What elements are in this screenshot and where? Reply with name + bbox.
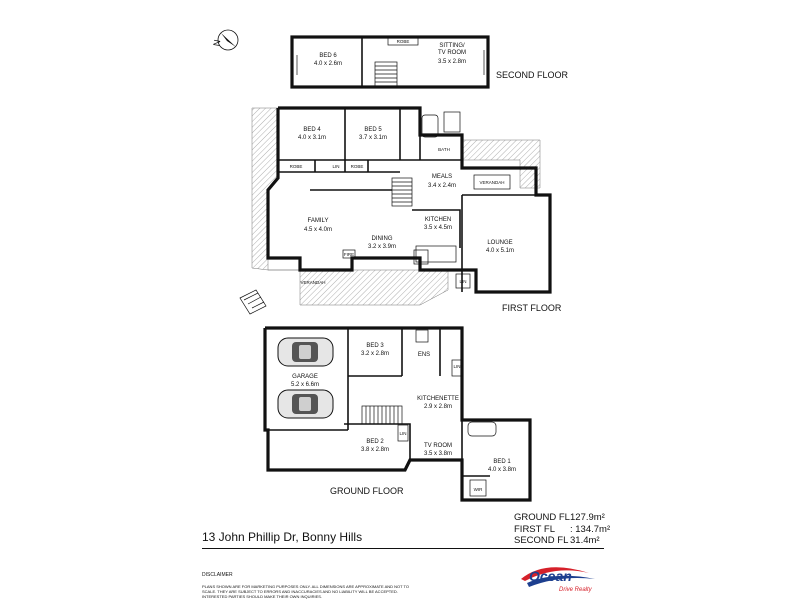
lin-lounge-label: LIN [459,279,466,284]
wir-label: WIR [474,487,483,492]
lin-first-label: LIN [332,164,339,169]
lin-ground-label: LIN [453,364,460,369]
north-letter: N [211,39,222,47]
bed5-name: BED 5 [364,127,382,133]
logo-tagline: Drive Realty [559,587,593,593]
bed2-dim: 3.8 x 2.8m [361,447,389,453]
sitting-name-1: SITTING/ [439,43,465,49]
disclaimer-title: DISCLAIMER [202,572,233,578]
robe-b4-label: ROBE [290,164,303,169]
robe-second-label: ROBE [397,39,410,44]
area-label: SECOND FL [514,535,569,546]
bed1-name: BED 1 [493,459,511,465]
kitchen-name: KITCHEN [425,217,451,223]
ground-floor-plan: BED 3 3.2 x 2.8m ENS GARAGE 5.2 x 6.6m L… [263,326,532,502]
lounge-name: LOUNGE [487,240,512,246]
dining-name: DINING [372,236,393,242]
property-address: 13 John Phillip Dr, Bonny Hills [202,530,363,544]
lin-ground2-label: LIN [399,431,406,436]
tv-room-dim: 3.5 x 3.8m [424,451,452,457]
bath-label: BATH [438,147,450,152]
area-row: SECOND FL 31.4m² [514,535,610,547]
ens-label: ENS [418,352,430,358]
area-row: GROUND FL 127.9m² [514,512,610,524]
bed4-dim: 4.0 x 3.1m [298,135,326,141]
garage-dim: 5.2 x 6.6m [291,382,319,388]
verandah-right-label: VERANDAH [479,180,504,185]
second-floor-label: SECOND FLOOR [496,70,569,80]
disclaimer-text: PLANS SHOWN ARE FOR MARKETING PURPOSES O… [202,584,410,599]
kitchenette-dim: 2.9 x 2.8m [424,404,452,410]
bed3-dim: 3.2 x 2.8m [361,351,389,357]
kitchenette-name: KITCHENETTE [417,396,459,402]
area-label: FIRST FL [514,523,555,535]
ground-floor-label: GROUND FLOOR [330,486,404,496]
first-floor-plan: BED 4 4.0 x 3.1m BED 5 3.7 x 3.1m BATH R… [239,106,562,315]
garage-name: GARAGE [292,374,318,380]
car-icon [277,337,334,367]
verandah-left-label: VERANDAH [300,280,325,285]
logo-name: Ocean [529,568,572,584]
area-value: : 134.7m² [570,523,611,535]
area-value: 127.9m² [570,512,605,523]
north-arrow-icon: N [211,29,239,51]
area-value: 31.4m² [570,535,600,546]
meals-dim: 3.4 x 2.4m [428,183,456,189]
dining-dim: 3.2 x 3.9m [368,244,396,250]
bed3-name: BED 3 [366,343,384,349]
lounge-dim: 4.0 x 5.1m [486,248,514,254]
robe-b5-label: ROBE [351,164,364,169]
second-floor-plan: ROBE BED 6 4.0 x 2.6m SITTING/ TV ROOM 3… [290,35,569,89]
bed2-name: BED 2 [366,439,384,445]
fire-label: FIRE [344,252,354,257]
bed6-name: BED 6 [319,53,337,59]
sitting-name-2: TV ROOM [438,50,466,56]
area-label: GROUND FL [514,512,570,523]
bed4-name: BED 4 [303,127,321,133]
floor-areas: GROUND FL 127.9m² FIRST FL : 134.7m² SEC… [514,512,610,547]
kitchen-dim: 3.5 x 4.5m [424,225,452,231]
area-row: FIRST FL : 134.7m² [514,524,610,536]
meals-name: MEALS [432,174,452,180]
bed6-dim: 4.0 x 2.6m [314,61,342,67]
divider [202,548,604,549]
bed5-dim: 3.7 x 3.1m [359,135,387,141]
sitting-dim: 3.5 x 2.8m [438,59,466,65]
ocean-drive-realty-logo: Ocean Drive Realty [521,567,595,593]
first-floor-label: FIRST FLOOR [502,303,562,313]
tv-room-name: TV ROOM [424,443,452,449]
bed1-dim: 4.0 x 3.8m [488,467,516,473]
family-name: FAMILY [308,218,329,224]
family-dim: 4.5 x 4.0m [304,227,332,233]
car-icon [277,389,334,419]
